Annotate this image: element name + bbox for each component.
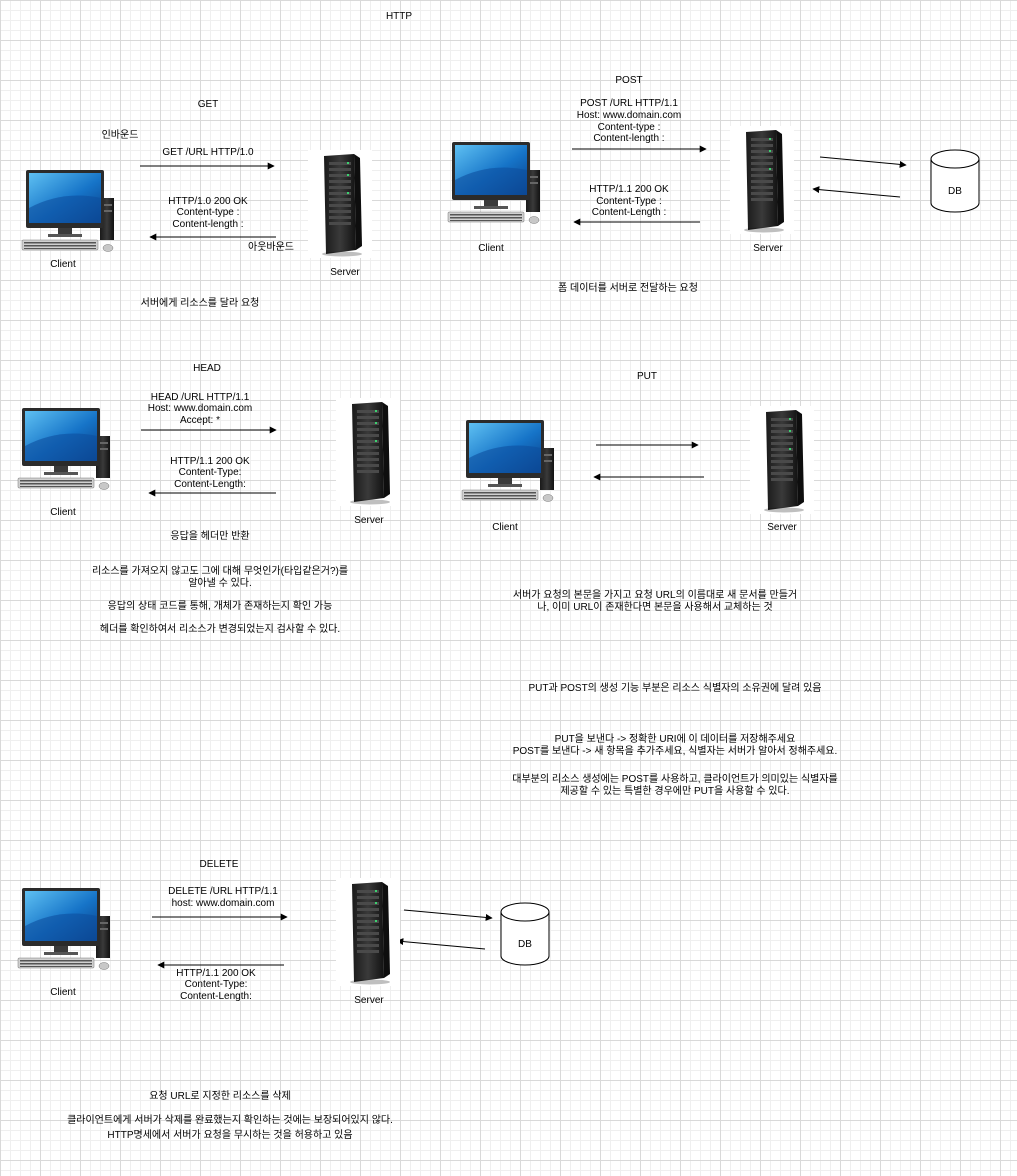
post-server-label: Server [753,243,783,254]
post-request-line-2: Host: www.domain.com [576,110,682,121]
get-heading: GET [197,99,219,110]
head-client-computer-icon [14,406,112,494]
delete-client-computer-icon [14,886,112,974]
post-request-line-3: Content-type : [597,122,661,133]
delete-db-label: DB [518,939,532,950]
put-usage-line-1: 대부분의 리소스 생성에는 POST를 사용하고, 클라이언트가 의미있는 식별… [512,774,838,785]
delete-response-line-2: Content-Type: [184,979,248,990]
get-server-icon [308,150,372,258]
get-inbound-label: 인바운드 [101,130,139,141]
page-title: HTTP [385,11,413,22]
delete-note-2: HTTP명세에서 서버가 요청을 무시하는 것을 허용하고 있음 [107,1130,353,1141]
delete-response-line-1: HTTP/1.1 200 OK [176,968,256,979]
post-response-line-1: HTTP/1.1 200 OK [589,184,669,195]
put-post-line-1: PUT을 보낸다 -> 정확한 URI에 이 데이터를 저장해주세요 [554,734,796,745]
get-client-label: Client [50,259,76,270]
delete-note-1: 클라이언트에게 서버가 삭제를 완료했는지 확인하는 것에는 보장되어있지 않다… [67,1115,393,1126]
delete-client-label: Client [50,987,76,998]
put-heading: PUT [637,371,657,382]
get-response-line-1: HTTP/1.0 200 OK [168,196,248,207]
get-outbound-label: 아웃바운드 [248,242,294,253]
put-client-label: Client [492,522,518,533]
get-request-line-1: GET /URL HTTP/1.0 [162,147,254,158]
head-description: 응답을 헤더만 반환 [170,531,250,542]
post-db-label: DB [948,186,962,197]
head-server-icon [336,398,400,506]
head-note-3: 응답의 상태 코드를 통해, 개체가 존재하는지 확인 가능 [107,601,333,612]
get-description: 서버에게 리소스를 달라 요청 [140,298,260,309]
delete-server-label: Server [354,995,384,1006]
head-request-line-1: HEAD /URL HTTP/1.1 [150,392,250,403]
get-response-line-3: Content-length : [172,219,244,230]
head-response-line-1: HTTP/1.1 200 OK [170,456,250,467]
head-heading: HEAD [193,363,221,374]
head-request-line-3: Accept: * [179,415,221,426]
delete-request-line-2: host: www.domain.com [171,898,275,909]
delete-description: 요청 URL로 지정한 리소스를 삭제 [149,1091,291,1102]
post-client-label: Client [478,243,504,254]
delete-from-db-arrow [396,938,486,950]
head-response-line-3: Content-Length: [174,479,246,490]
delete-db-cylinder [500,902,550,966]
head-note-4: 헤더를 확인하여서 리소스가 변경되었는지 검사할 수 있다. [99,624,341,635]
head-request-line-2: Host: www.domain.com [147,403,253,414]
put-post-line-2: POST를 보낸다 -> 새 항목을 추가주세요, 식별자는 서버가 알아서 정… [512,746,838,757]
delete-to-db-arrow [403,909,493,921]
get-server-label: Server [330,267,360,278]
post-from-db-arrow [812,186,901,198]
get-client-computer-icon [18,168,116,256]
put-client-computer-icon [458,418,556,506]
put-post-comparison: PUT과 POST의 생성 기능 부분은 리소스 식별자의 소유권에 달려 있음 [528,683,822,694]
post-db-cylinder [930,149,980,213]
put-usage-line-2: 제공할 수 있는 특별한 경우에만 PUT을 사용할 수 있다. [560,786,790,797]
post-description: 폼 데이터를 서버로 전달하는 요청 [558,283,698,294]
delete-response-line-3: Content-Length: [180,991,252,1002]
post-response-line-2: Content-Type : [596,196,662,207]
delete-heading: DELETE [199,859,239,870]
put-description-line-1: 서버가 요청의 본문을 가지고 요청 URL의 이름대로 새 문서를 만들거 [512,590,798,601]
delete-request-line-1: DELETE /URL HTTP/1.1 [168,886,278,897]
head-response-line-2: Content-Type: [178,467,242,478]
post-request-line-4: Content-length : [593,133,665,144]
get-response-line-2: Content-type : [176,207,240,218]
delete-server-icon [336,878,400,986]
post-server-icon [730,126,794,234]
post-request-line-1: POST /URL HTTP/1.1 [580,98,678,109]
post-to-db-arrow [819,156,907,168]
put-server-icon [750,406,814,514]
post-heading: POST [615,75,643,86]
head-server-label: Server [354,515,384,526]
head-note-2: 알아낼 수 있다. [188,578,252,589]
put-server-label: Server [767,522,797,533]
head-client-label: Client [50,507,76,518]
put-description-line-2: 나, 이미 URL이 존재한다면 본문을 사용해서 교체하는 것 [537,602,773,613]
post-client-computer-icon [444,140,542,228]
post-response-line-3: Content-Length : [591,207,667,218]
head-note-1: 리소스를 가져오지 않고도 그에 대해 무엇인가(타입같은거?)를 [91,566,349,577]
